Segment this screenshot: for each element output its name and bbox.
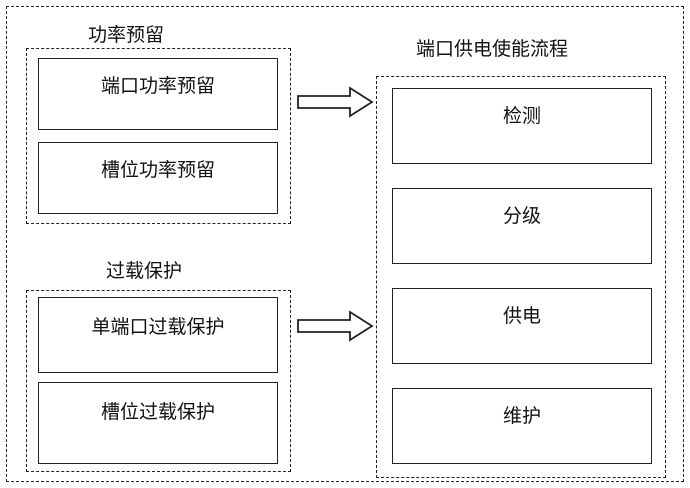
step-maintain-box: 维护 (392, 388, 652, 464)
power-flow-group (376, 76, 666, 478)
step-detect-box: 检测 (392, 88, 652, 164)
port-power-reserve-box: 端口功率预留 (38, 58, 278, 130)
power-reserve-group (26, 48, 291, 224)
single-port-overload-box: 单端口过载保护 (38, 297, 278, 373)
overload-protection-title: 过载保护 (106, 260, 183, 282)
slot-overload-box: 槽位过载保护 (38, 382, 278, 464)
arrow-overload-to-flow (297, 310, 374, 342)
overload-protection-group (26, 290, 291, 472)
slot-power-reserve-box: 槽位功率预留 (38, 142, 278, 214)
outer-frame (6, 6, 684, 482)
step-classify-box: 分级 (392, 188, 652, 264)
power-reserve-title: 功率预留 (88, 24, 165, 46)
step-power-box: 供电 (392, 288, 652, 364)
power-flow-title: 端口供电使能流程 (416, 38, 569, 60)
arrow-power-to-flow (297, 86, 374, 118)
